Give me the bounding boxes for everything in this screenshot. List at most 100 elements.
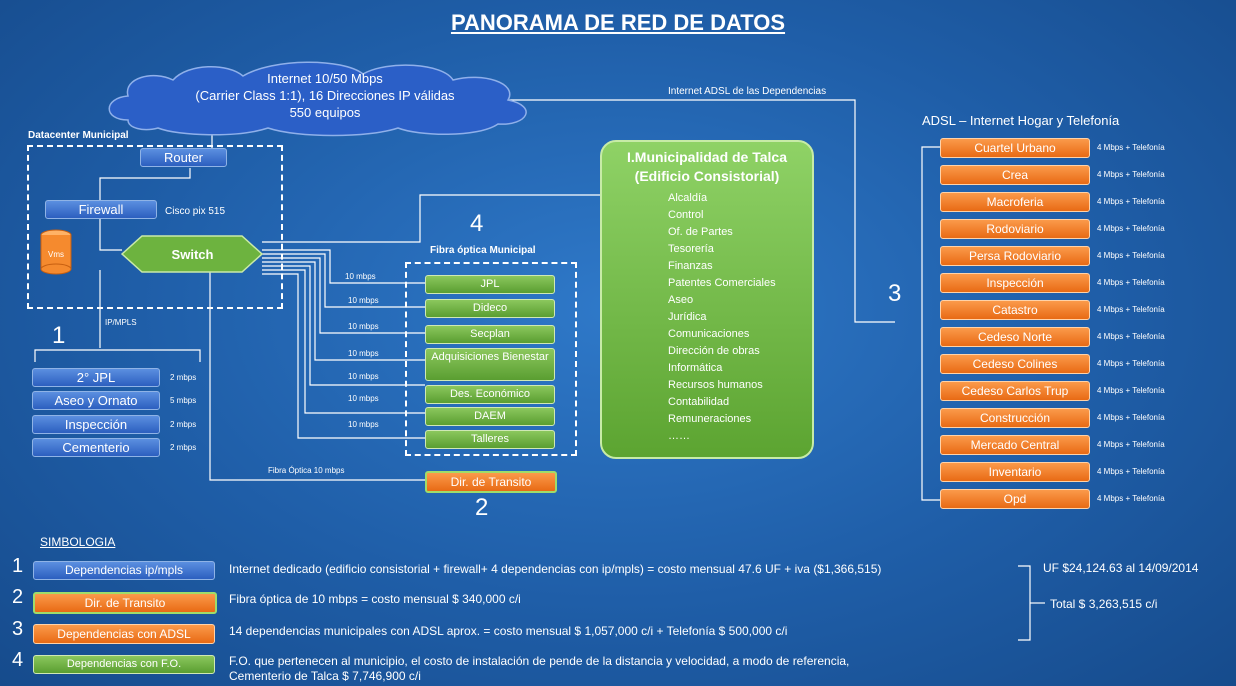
adsl-item: Inventario	[940, 462, 1090, 482]
adsl-item: Cuartel Urbano	[940, 138, 1090, 158]
adsl-item: Cedeso Carlos Trup	[940, 381, 1090, 401]
legend-text: F.O. que pertenecen al municipio, el cos…	[229, 654, 850, 668]
transito-node: Dir. de Transito	[425, 471, 557, 493]
adsl-item: Inspección	[940, 273, 1090, 293]
adsl-speed: 4 Mbps + Telefonía	[1097, 440, 1165, 449]
fibra-speed: 10 mbps	[348, 296, 379, 305]
group1-item: 2° JPL	[32, 368, 160, 387]
municipalidad-title: I.Municipalidad de Talca	[627, 149, 787, 165]
group1-speed: 2 mbps	[170, 443, 197, 452]
legend-number: 1	[12, 555, 24, 577]
fibra-item: Adquisiciones Bienestar	[425, 348, 555, 381]
adsl-label: ADSL – Internet Hogar y Telefonía	[922, 113, 1120, 128]
adsl-speed: 4 Mbps + Telefonía	[1097, 305, 1165, 314]
municipalidad-item: Informática	[668, 362, 723, 374]
adsl-speed: 4 Mbps + Telefonía	[1097, 170, 1165, 179]
adsl-item: Catastro	[940, 300, 1090, 320]
firewall-node: Firewall	[45, 200, 157, 219]
uf-value: UF $24,124.63 al 14/09/2014	[1043, 561, 1199, 575]
database-icon	[40, 229, 72, 275]
adsl-speed: 4 Mbps + Telefonía	[1097, 251, 1165, 260]
ipmpls-label: IP/MPLS	[105, 318, 137, 327]
municipalidad-item: ……	[668, 430, 690, 442]
adsl-item: Cedeso Colines	[940, 354, 1090, 374]
legend-number: 2	[12, 586, 24, 608]
adsl-list: Cuartel Urbano 4 Mbps + Telefonía Crea 4…	[940, 138, 1236, 518]
cloud-text: Internet 10/50 Mbps (Carrier Class 1:1),…	[150, 70, 500, 121]
datacenter-box	[27, 145, 283, 309]
municipalidad-list: Alcaldía Control Of. de Partes Tesorería…	[668, 190, 812, 445]
adsl-speed: 4 Mbps + Telefonía	[1097, 494, 1165, 503]
page-title: PANORAMA DE RED DE DATOS	[450, 10, 786, 35]
legend-text: Cementerio de Talca $ 7,746,900 c/i	[229, 669, 421, 683]
adsl-speed: 4 Mbps + Telefonía	[1097, 224, 1165, 233]
legend-box-ipmpls: Dependencias ip/mpls	[33, 561, 215, 580]
fibra-item: Des. Económico	[425, 385, 555, 404]
adsl-speed: 4 Mbps + Telefonía	[1097, 197, 1165, 206]
legend-box-transito: Dir. de Transito	[33, 592, 217, 614]
municipalidad-item: Of. de Partes	[668, 226, 733, 238]
group2-number: 2	[475, 494, 489, 521]
adsl-item: Construcción	[940, 408, 1090, 428]
firewall-note: Cisco pix 515	[165, 206, 226, 217]
group1-item: Cementerio	[32, 438, 160, 457]
municipalidad-subtitle: (Edificio Consistorial)	[634, 168, 780, 184]
municipalidad-item: Contabilidad	[668, 396, 730, 408]
adsl-speed: 4 Mbps + Telefonía	[1097, 332, 1165, 341]
fibra-speed: 10 mbps	[348, 372, 379, 381]
group1-speed: 2 mbps	[170, 373, 197, 382]
fibra-speed: 10 mbps	[348, 322, 379, 331]
fibra-speed: 10 mbps	[348, 394, 379, 403]
group4-number: 4	[470, 210, 484, 237]
adsl-item: Persa Rodoviario	[940, 246, 1090, 266]
cloud-shape	[108, 61, 527, 137]
adsl-speed: 4 Mbps + Telefonía	[1097, 386, 1165, 395]
router-node: Router	[140, 148, 227, 167]
group4-label: Fibra óptica Municipal	[430, 245, 536, 256]
municipalidad-item: Remuneraciones	[668, 413, 752, 425]
municipalidad-item: Recursos humanos	[668, 379, 763, 391]
fibra-speed: 10 mbps	[348, 349, 379, 358]
legend-number: 4	[12, 649, 24, 671]
adsl-speed: 4 Mbps + Telefonía	[1097, 359, 1165, 368]
legend-text: 14 dependencias municipales con ADSL apr…	[229, 624, 788, 638]
fibra-item: Secplan	[425, 325, 555, 344]
adsl-item: Crea	[940, 165, 1090, 185]
fibra-speed: 10 mbps	[348, 420, 379, 429]
database-label: Vms	[48, 250, 64, 259]
adsl-speed: 4 Mbps + Telefonía	[1097, 413, 1165, 422]
legend-box-fo: Dependencias con F.O.	[33, 655, 215, 674]
adsl-item: Mercado Central	[940, 435, 1090, 455]
municipalidad-item: Finanzas	[668, 260, 713, 272]
municipalidad-item: Jurídica	[668, 311, 707, 323]
municipalidad-item: Alcaldía	[668, 192, 708, 204]
group1-item: Inspección	[32, 415, 160, 434]
adsl-item: Opd	[940, 489, 1090, 509]
municipalidad-item: Control	[668, 209, 704, 221]
legend-box-adsl: Dependencias con ADSL	[33, 624, 215, 644]
adsl-speed: 4 Mbps + Telefonía	[1097, 278, 1165, 287]
legend-number: 3	[12, 618, 24, 640]
fibra-box	[405, 262, 577, 456]
municipalidad-item: Comunicaciones	[668, 328, 750, 340]
adsl-speed: 4 Mbps + Telefonía	[1097, 467, 1165, 476]
group1-speed: 2 mbps	[170, 420, 197, 429]
simbologia-heading: SIMBOLOGIA	[40, 535, 116, 549]
group1-item: Aseo y Ornato	[32, 391, 160, 410]
adsl-speed: 4 Mbps + Telefonía	[1097, 143, 1165, 152]
municipalidad-item: Tesorería	[668, 243, 714, 255]
group3-number: 3	[888, 280, 902, 307]
cloud-line-3: 550 equipos	[289, 105, 361, 120]
municipalidad-node: I.Municipalidad de Talca (Edificio Consi…	[600, 140, 814, 459]
switch-label: Switch	[171, 247, 214, 262]
total-value: Total $ 3,263,515 c/i	[1050, 597, 1158, 611]
fibra-item: Dideco	[425, 299, 555, 318]
adsl-item: Cedeso Norte	[940, 327, 1090, 347]
cloud-line-2: (Carrier Class 1:1), 16 Direcciones IP v…	[195, 88, 455, 103]
cloud-line-1: Internet 10/50 Mbps	[267, 71, 383, 86]
datacenter-label: Datacenter Municipal	[28, 130, 129, 141]
fibra-item: JPL	[425, 275, 555, 294]
internet-adsl-label: Internet ADSL de las Dependencias	[668, 86, 827, 97]
fibra-speed: 10 mbps	[345, 272, 376, 281]
